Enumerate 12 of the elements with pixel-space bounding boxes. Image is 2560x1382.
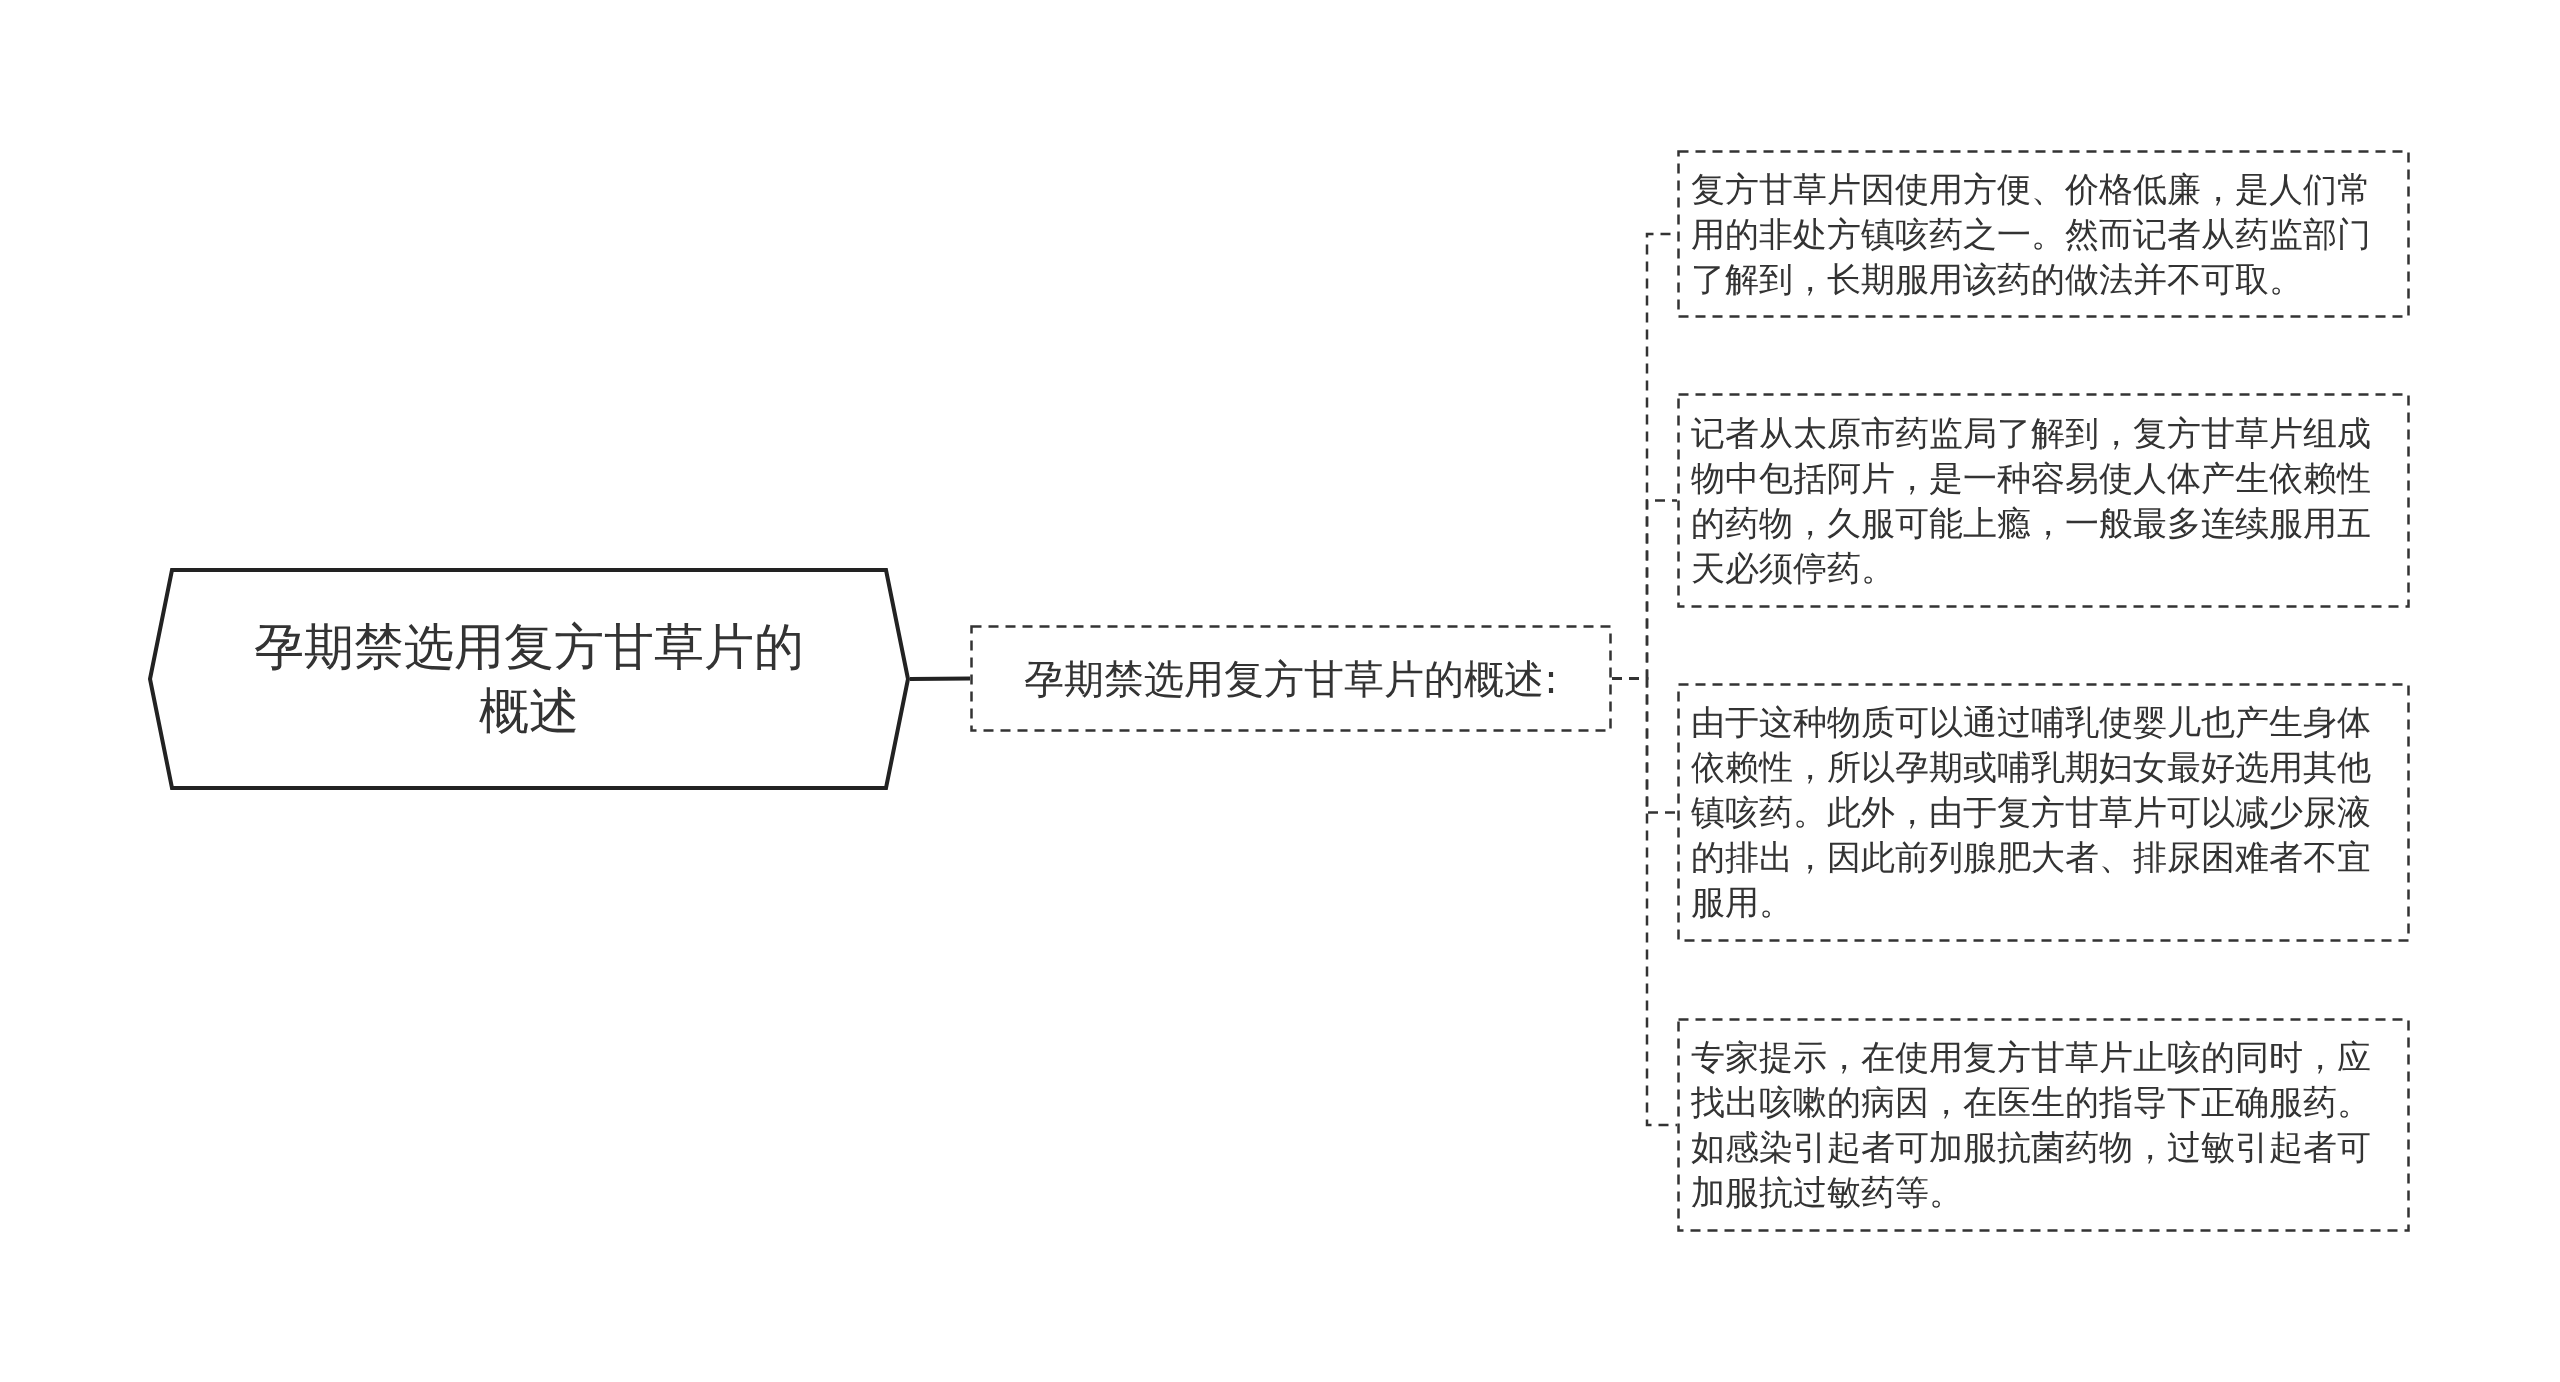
node-text: 由于这种物质可以通过哺乳使婴儿也产生身体依赖性，所以孕期或哺乳期妇女最好选用其他镇咳药。此外，由于复方甘草片可以减少尿液的排出，因此前列腺肥大者、排尿困难者不宜服用。 <box>1691 701 2372 924</box>
node-text: 孕期禁选用复方甘草片的概述 <box>253 617 805 742</box>
dashed-text-box <box>970 625 1612 732</box>
dashed-text-box <box>1677 1018 2410 1232</box>
dashed-text-box <box>1677 393 2410 608</box>
node-text: 复方甘草片因使用方便、价格低廉，是人们常用的非处方镇咳药之一。然而记者从药监部门了解到，长期服用该药的做法并不可取。 <box>1691 167 2372 301</box>
node-text: 记者从太原市药监局了解到，复方甘草片组成物中包括阿片，是一种容易使人体产生依赖性的药物，久服可能上瘾，一般最多连续服用五天必须停药。 <box>1691 411 2372 590</box>
dashed-text-box <box>1677 683 2410 942</box>
node-text: 专家提示，在使用复方甘草片止咳的同时，应找出咳嗽的病因，在医生的指导下正确服药。如感染引起者可加服抗菌药物，过敏引起者可加服抗过敏药等。 <box>1691 1036 2372 1214</box>
node-text: 孕期禁选用复方甘草片的概述: <box>1024 654 1558 704</box>
dashed-text-box <box>1677 150 2410 318</box>
connector-line <box>910 676 970 681</box>
